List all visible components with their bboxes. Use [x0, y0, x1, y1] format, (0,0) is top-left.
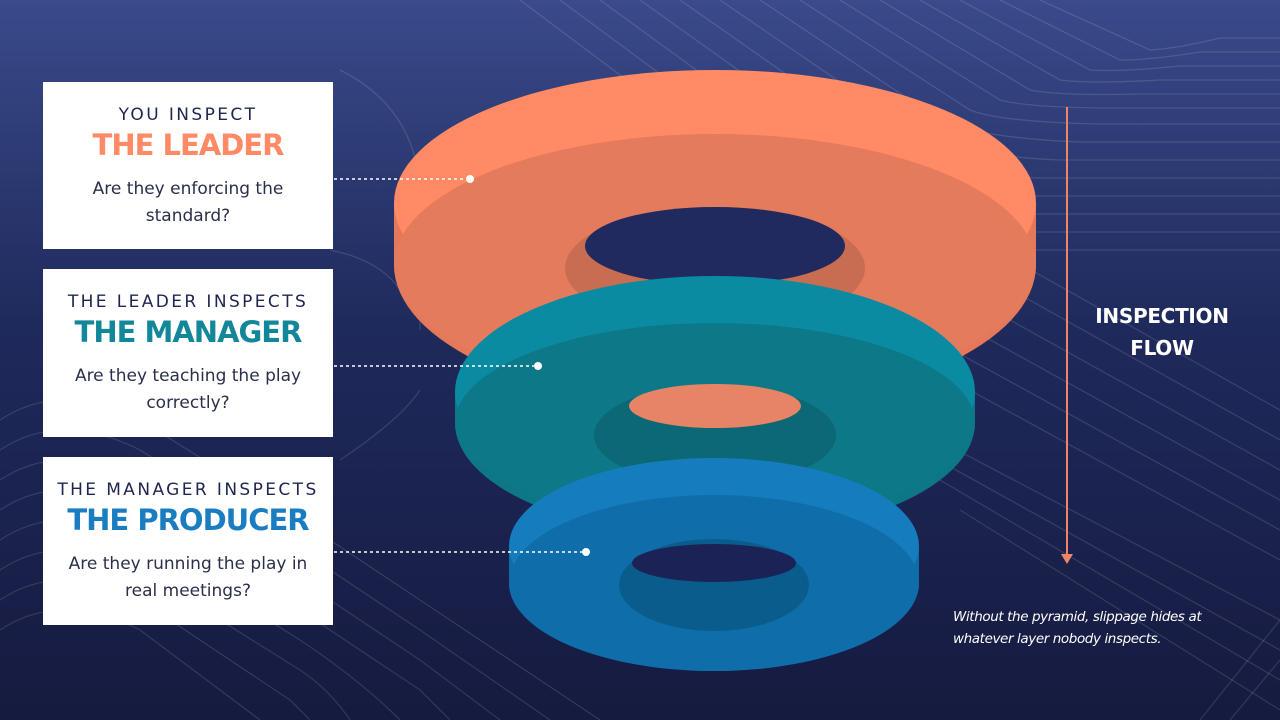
card-headline: THE PRODUCER: [67, 503, 309, 537]
connector-dot-producer: [582, 548, 590, 556]
connector-dot-leader: [466, 175, 474, 183]
card-eyebrow: YOU INSPECT: [118, 105, 258, 125]
inspection-flow-label: INSPECTION FLOW: [1095, 304, 1229, 360]
footnote: Without the pyramid, slippage hides at w…: [953, 609, 1202, 647]
card-question: Are they teaching the play correctly?: [74, 366, 302, 413]
card-question: Are they enforcing the standard?: [92, 179, 284, 226]
card-headline: THE MANAGER: [74, 315, 303, 349]
card-headline: THE LEADER: [92, 128, 285, 162]
card-eyebrow: THE LEADER INSPECTS: [67, 292, 309, 312]
flow-arrow-icon: [1061, 107, 1073, 564]
connector-dot-manager: [534, 362, 542, 370]
card-manager: THE LEADER INSPECTS THE MANAGER Are they…: [43, 269, 333, 437]
card-producer: THE MANAGER INSPECTS THE PRODUCER Are th…: [43, 457, 333, 625]
card-leader: YOU INSPECT THE LEADER Are they enforcin…: [43, 82, 333, 249]
card-eyebrow: THE MANAGER INSPECTS: [57, 480, 319, 500]
card-question: Are they running the play in real meetin…: [68, 554, 308, 601]
ring-producer: [509, 458, 919, 671]
